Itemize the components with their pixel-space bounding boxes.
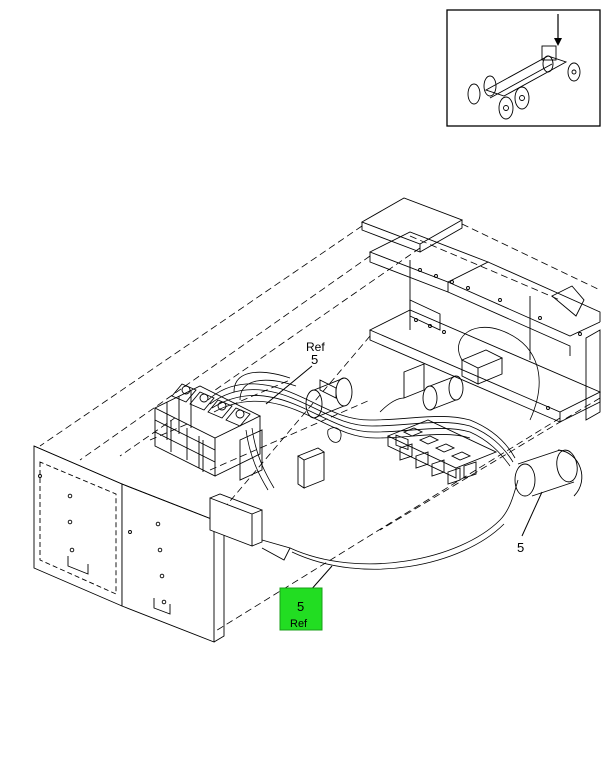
mounting-bracket: [368, 231, 602, 423]
top-cover-plate: [360, 197, 464, 253]
callout-lower-right[interactable]: 5: [517, 540, 524, 555]
wire-harness: [207, 326, 540, 570]
electrical-assembly-drawing: [33, 197, 602, 643]
fuse-holders: [386, 419, 498, 485]
locator-inset: [446, 9, 601, 127]
connector-housing: [209, 493, 291, 561]
callout-highlighted[interactable]: 5 Ref: [279, 587, 323, 631]
highlight-box[interactable]: [279, 587, 323, 631]
relay-small: [460, 349, 504, 385]
truck-chassis-thumbnail: [467, 45, 581, 120]
alignment-lines: [39, 223, 601, 633]
large-cylinder: [514, 449, 583, 497]
callout-ref-label: Ref: [306, 340, 325, 354]
front-panel-left: [33, 445, 123, 607]
arrow-down-icon: [554, 14, 562, 46]
callout-number: 5: [517, 540, 524, 555]
callout-number: 5: [297, 599, 304, 614]
relay-lower: [297, 447, 325, 489]
callout-ref-label: Ref: [290, 618, 308, 630]
relay-block: [153, 383, 263, 481]
front-panel-right: [121, 483, 225, 643]
callout-leaders: [265, 365, 543, 601]
callout-number: 5: [311, 352, 318, 367]
relay-cylinder-2: [403, 363, 464, 411]
relay-cylinder: [305, 377, 353, 419]
callout-upper-left[interactable]: Ref 5: [306, 340, 325, 367]
